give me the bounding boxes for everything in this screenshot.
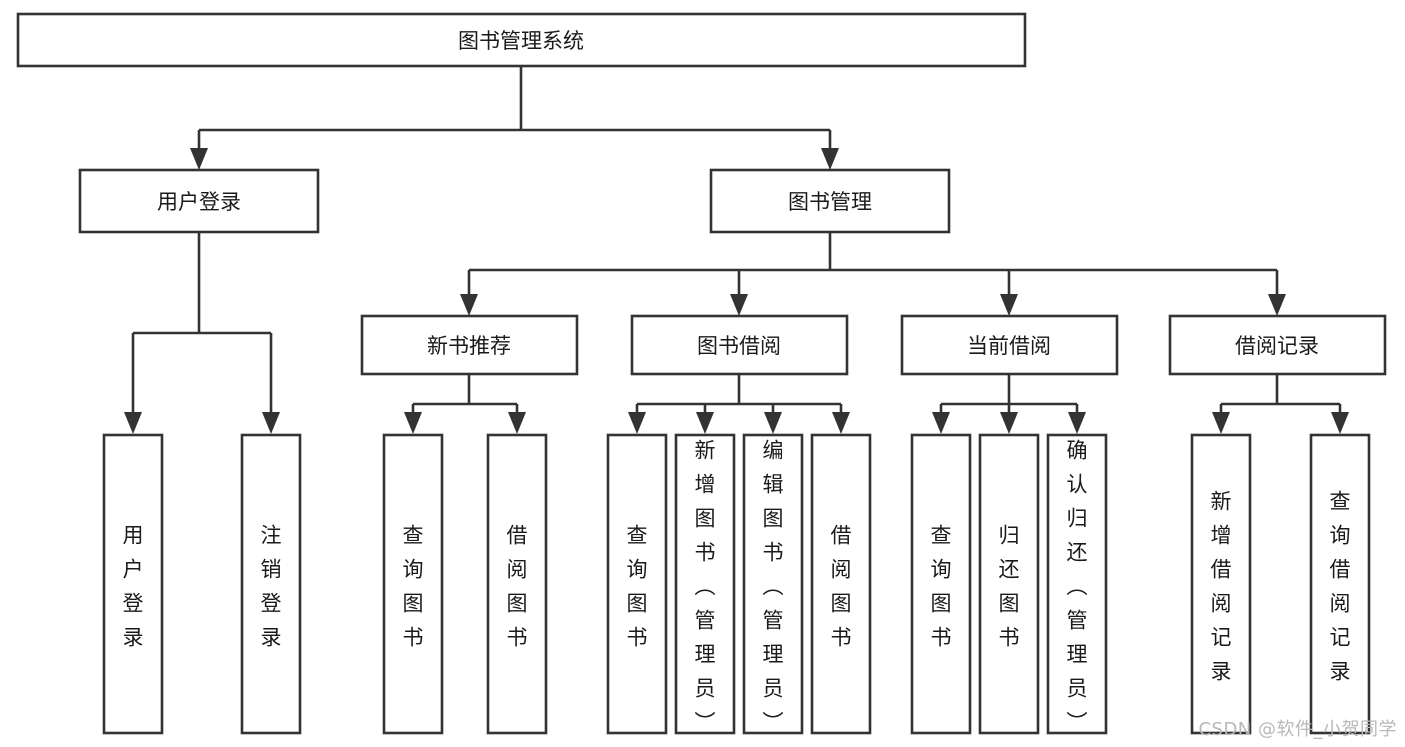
node-root-label: 图书管理系统 [458, 29, 584, 53]
node-leaf-confirm-return-label: 确认归还︵管理员︶ [1067, 439, 1088, 735]
node-leaf-user-login[interactable]: 用户登录 [102, 433, 164, 735]
node-leaf-add-book-label: 新增图书︵管理员︶ [695, 439, 716, 735]
node-book-manage[interactable]: 图书管理 [709, 168, 951, 234]
node-leaf-borrow-book-2[interactable]: 借阅图书 [810, 433, 872, 735]
node-borrow-record-label: 借阅记录 [1235, 334, 1319, 358]
node-leaf-logout-label: 注销登录 [261, 524, 282, 650]
node-user-login-label: 用户登录 [157, 190, 241, 214]
connector-bookborrow-to-leaves [628, 374, 850, 434]
node-new-book-rec-label: 新书推荐 [427, 334, 511, 358]
node-leaf-return-book[interactable]: 归还图书 [978, 433, 1040, 735]
node-leaf-query-book-3[interactable]: 查询图书 [910, 433, 972, 735]
node-book-manage-label: 图书管理 [788, 190, 872, 214]
connector-borrowrecord-to-leaves [1212, 374, 1349, 434]
connector-bookmanage-to-level3 [460, 232, 1286, 316]
node-leaf-confirm-return[interactable]: 确认归还︵管理员︶ [1046, 433, 1108, 735]
node-leaf-logout[interactable]: 注销登录 [240, 433, 302, 735]
node-leaf-query-book-1[interactable]: 查询图书 [382, 433, 444, 735]
connector-currentborrow-to-leaves [932, 374, 1086, 434]
node-book-borrow-label: 图书借阅 [697, 334, 781, 358]
connector-userlogin-to-leaves [124, 232, 280, 434]
node-new-book-rec[interactable]: 新书推荐 [360, 314, 579, 376]
node-leaf-return-book-label: 归还图书 [999, 524, 1020, 650]
node-leaf-edit-book-label: 编辑图书︵管理员︶ [763, 439, 784, 735]
node-leaf-query-book-2[interactable]: 查询图书 [606, 433, 668, 735]
node-leaf-borrow-book-1[interactable]: 借阅图书 [486, 433, 548, 735]
node-leaf-query-book-2-label: 查询图书 [627, 524, 648, 650]
node-leaf-query-record-label: 查询借阅记录 [1330, 490, 1351, 684]
node-leaf-borrow-book-2-label: 借阅图书 [831, 524, 852, 650]
node-current-borrow-label: 当前借阅 [967, 334, 1051, 358]
node-leaf-edit-book[interactable]: 编辑图书︵管理员︶ [742, 433, 804, 735]
node-root[interactable]: 图书管理系统 [16, 12, 1027, 68]
node-leaf-add-book[interactable]: 新增图书︵管理员︶ [674, 433, 736, 735]
node-leaf-query-record[interactable]: 查询借阅记录 [1309, 433, 1371, 735]
node-leaf-user-login-label: 用户登录 [123, 524, 144, 650]
connector-root-to-level2 [190, 66, 839, 170]
node-user-login[interactable]: 用户登录 [78, 168, 320, 234]
node-leaf-add-record[interactable]: 新增借阅记录 [1190, 433, 1252, 735]
node-borrow-record[interactable]: 借阅记录 [1168, 314, 1387, 376]
node-book-borrow[interactable]: 图书借阅 [630, 314, 849, 376]
node-leaf-query-book-3-label: 查询图书 [931, 524, 952, 650]
node-current-borrow[interactable]: 当前借阅 [900, 314, 1119, 376]
node-leaf-add-record-label: 新增借阅记录 [1211, 490, 1232, 684]
connector-newbook-to-leaves [404, 374, 526, 434]
node-leaf-query-book-1-label: 查询图书 [403, 524, 424, 650]
node-leaf-borrow-book-1-label: 借阅图书 [507, 524, 528, 650]
